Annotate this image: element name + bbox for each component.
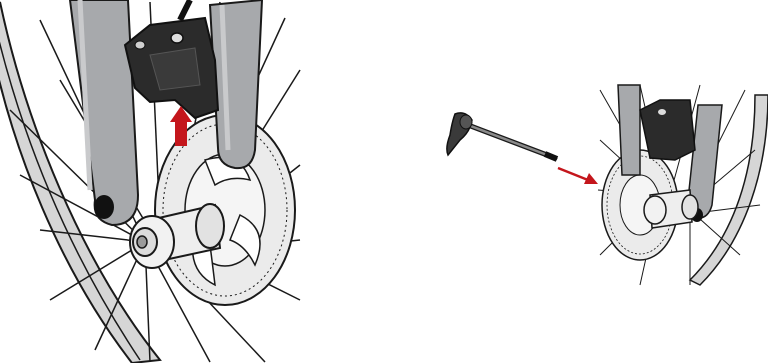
arrow-right-icon: [558, 168, 598, 184]
fork-leg-right: [210, 0, 262, 168]
brake-caliper-small: [640, 100, 695, 160]
right-panel-wheel: [447, 85, 768, 285]
hub-small: [644, 190, 698, 228]
quick-release-skewer: [447, 113, 557, 159]
brake-caliper: [125, 0, 218, 118]
left-panel-closeup: [0, 0, 300, 363]
fork-leg-back: [618, 85, 640, 175]
